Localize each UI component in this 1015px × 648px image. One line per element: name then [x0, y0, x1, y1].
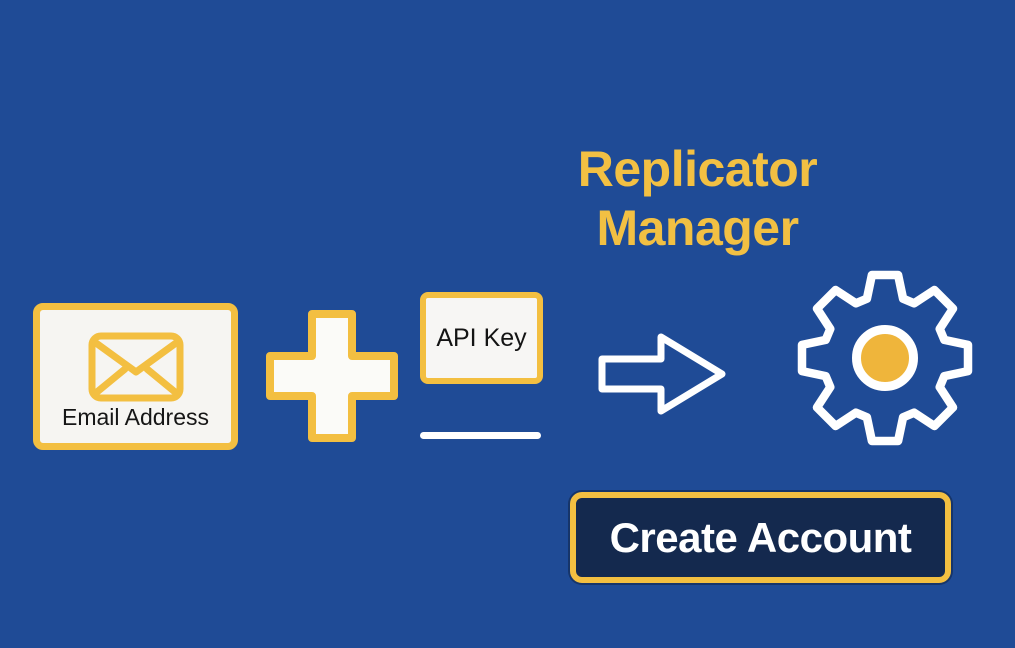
gear-icon — [792, 265, 978, 451]
email-address-box: Email Address — [33, 303, 238, 450]
envelope-icon — [88, 332, 183, 402]
api-key-box: API Key — [420, 292, 543, 384]
page-title: Replicator Manager — [495, 140, 900, 258]
create-account-button[interactable]: Create Account — [570, 492, 951, 583]
arrow-right-icon — [596, 330, 728, 418]
page-title-line1: Replicator — [577, 141, 818, 197]
page-title-line2: Manager — [596, 200, 799, 256]
plus-icon — [262, 306, 402, 446]
api-key-label: API Key — [436, 323, 527, 352]
email-box-label: Email Address — [61, 404, 209, 430]
api-key-underline — [420, 432, 541, 439]
